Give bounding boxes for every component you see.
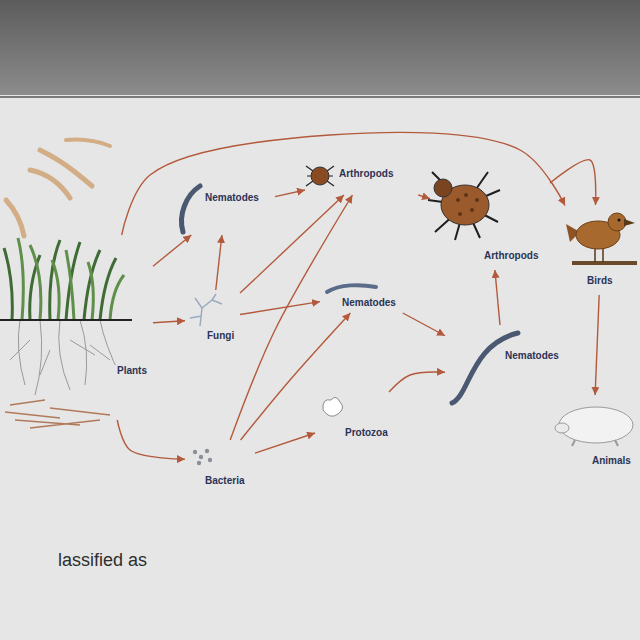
animal-snout: [555, 423, 569, 433]
grass-blade: [84, 250, 100, 320]
bird-head: [608, 213, 626, 231]
organism-label: Arthropods: [337, 168, 395, 180]
soil-surface: [0, 319, 132, 321]
organism-node: Plants: [3, 235, 153, 420]
organism-label: Birds: [585, 275, 615, 287]
arthropod-spot: [456, 198, 460, 202]
bacteria-figure: [193, 450, 197, 454]
arthropod-head: [434, 179, 452, 197]
organism-node: Protozoa: [315, 392, 395, 447]
food-web-arrow: [240, 195, 344, 293]
food-web-arrow: [403, 313, 445, 336]
arthropod-legs: [306, 166, 334, 186]
grass-blade: [30, 245, 41, 320]
grass-blade: [50, 240, 60, 320]
arthropod-legs: [428, 172, 500, 240]
food-web-arrow: [122, 132, 565, 235]
organism-node: Arthropods: [305, 160, 420, 195]
screen-band: [0, 0, 640, 95]
organism-node: Arthropods: [430, 165, 550, 270]
fungi-figure: [190, 294, 222, 326]
organism-node: Nematodes: [175, 180, 275, 235]
grass-blade: [66, 242, 80, 320]
food-web-arrow: [389, 372, 445, 392]
organism-node: Nematodes: [320, 275, 415, 313]
bird-beak: [624, 219, 635, 226]
grass-blade: [18, 238, 23, 320]
food-web-arrow: [275, 190, 305, 197]
partial-caption-text: lassified as: [58, 550, 147, 572]
animal-feet: [572, 440, 618, 446]
food-web-arrow: [255, 433, 315, 453]
protozoa-figure: [323, 397, 343, 416]
grass-blade: [110, 275, 124, 320]
nematode-figure: [452, 333, 518, 403]
organism-label: Nematodes: [203, 192, 261, 204]
grass-blade: [30, 255, 40, 320]
organism-label: Plants: [115, 365, 149, 377]
arthropod-figure: [311, 167, 329, 185]
food-web-arrow: [550, 160, 596, 205]
organism-label: Fungi: [205, 330, 236, 342]
bacteria-figure: [208, 458, 212, 462]
bird-eye: [618, 219, 621, 222]
grass-blade: [66, 250, 74, 320]
food-web-arrow: [240, 302, 320, 315]
arthropod-spot: [458, 212, 462, 216]
organism-label: Arthropods: [482, 250, 540, 262]
nematode-figure: [327, 285, 376, 292]
organism-label: Nematodes: [340, 297, 398, 309]
arthropod-spot: [475, 198, 479, 202]
organism-label: Protozoa: [343, 427, 390, 439]
organism-node: Fungi: [185, 290, 240, 348]
organism-node: Animals: [550, 395, 637, 475]
organism-label: Nematodes: [503, 350, 561, 362]
organism-node: Nematodes: [445, 325, 563, 410]
organism-node: Birds: [565, 205, 637, 295]
grass-blade: [100, 258, 116, 320]
earthworm: [30, 170, 70, 198]
bacteria-figure: [197, 461, 201, 465]
nematode-figure: [182, 186, 200, 232]
food-web-arrow: [418, 195, 430, 199]
food-web-arrow: [230, 195, 352, 440]
earthworm: [66, 140, 110, 146]
arthropod-spot: [470, 208, 474, 212]
food-web-arrow: [117, 420, 185, 459]
screen-rule: [0, 96, 640, 98]
grass-blade: [88, 262, 93, 320]
earthworm: [6, 200, 24, 236]
grass-blade: [52, 260, 59, 320]
organism-node: Bacteria: [185, 440, 255, 490]
food-web-arrow: [241, 313, 351, 440]
food-web-arrow: [216, 235, 222, 290]
bacteria-figure: [199, 455, 203, 459]
organic-residue: [5, 400, 110, 428]
earthworm: [40, 150, 92, 186]
bacteria-figure: [205, 449, 209, 453]
food-web-arrow: [153, 321, 185, 323]
grass-blade: [4, 248, 12, 320]
animal-figure: [559, 407, 633, 443]
food-web-arrow: [595, 295, 599, 395]
plant-roots: [10, 320, 120, 395]
arthropod-spot: [464, 193, 468, 197]
bird-perch: [572, 261, 637, 265]
organism-label: Bacteria: [203, 475, 246, 487]
food-web-arrow: [495, 270, 500, 325]
food-web-arrow: [153, 235, 191, 266]
organism-label: Animals: [590, 455, 633, 467]
